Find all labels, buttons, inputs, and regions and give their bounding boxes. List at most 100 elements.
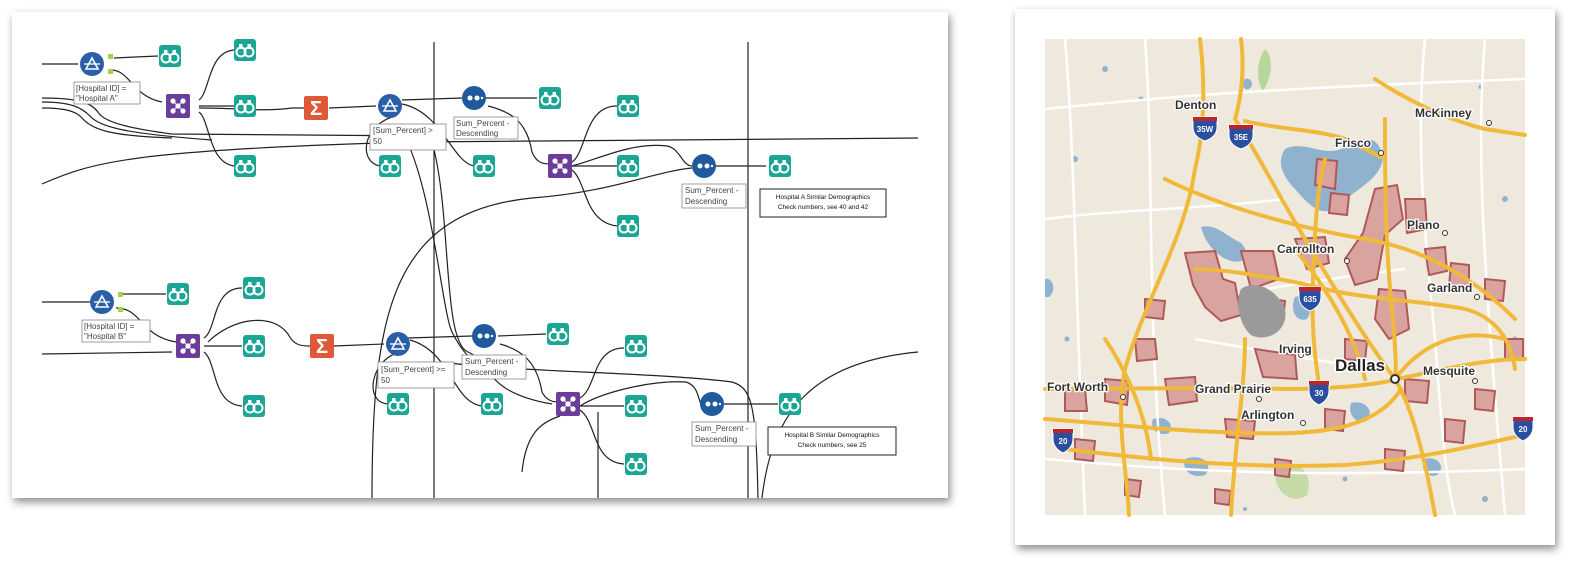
browse-tool[interactable] — [768, 154, 792, 178]
highways — [1043, 37, 1527, 517]
interstate-shields: 35W 35E 635 30 20 — [1052, 116, 1534, 454]
airport-area — [1238, 285, 1286, 338]
browse-tool[interactable] — [624, 394, 648, 418]
filter-annotation-box — [81, 319, 151, 343]
shield-i20-icon: 20 — [1512, 416, 1534, 442]
browse-tool[interactable] — [386, 392, 410, 416]
city-label-irving: Irving — [1279, 342, 1312, 356]
browse-tool[interactable] — [616, 94, 640, 118]
city-label-denton: Denton — [1175, 98, 1216, 112]
city-label-garland: Garland — [1427, 281, 1472, 295]
sort-annotation: Sum_Percent - — [465, 357, 519, 366]
filter-annotation: [Sum_Percent] >= — [381, 365, 446, 374]
sort-annotation: Sum_Percent - — [685, 186, 739, 195]
browse-tool[interactable] — [242, 276, 266, 300]
sort-tool-bottom-2[interactable] — [700, 392, 724, 416]
shield-i20-icon: 20 — [1052, 428, 1074, 454]
browse-tool[interactable] — [233, 94, 257, 118]
join-tool-top-2[interactable] — [547, 153, 573, 179]
browse-tool[interactable] — [624, 334, 648, 358]
city-label-fort-worth: Fort Worth — [1047, 380, 1108, 394]
sort-tool-top-2[interactable] — [692, 154, 716, 178]
browse-tool[interactable] — [616, 154, 640, 178]
browse-tool[interactable] — [546, 322, 570, 346]
browse-tool[interactable] — [538, 86, 562, 110]
browse-tool[interactable] — [242, 334, 266, 358]
svg-text:635: 635 — [1303, 295, 1317, 304]
anchor-true[interactable] — [108, 54, 113, 59]
sort-tool-bottom-1[interactable] — [472, 324, 496, 348]
join-tool-bottom-2[interactable] — [555, 391, 581, 417]
anchor-false[interactable] — [108, 69, 113, 74]
browse-tool[interactable] — [233, 38, 257, 62]
city-label-frisco: Frisco — [1335, 136, 1371, 150]
comment-text: Check numbers, see 40 and 42 — [778, 204, 869, 211]
svg-text:20: 20 — [1059, 437, 1068, 446]
browse-tool[interactable] — [166, 282, 190, 306]
filter-annotation-box — [73, 81, 141, 105]
svg-text:20: 20 — [1519, 425, 1528, 434]
sort-annotation-box — [691, 421, 757, 447]
summarize-tool-bottom[interactable] — [310, 334, 334, 358]
city-label-mesquite: Mesquite — [1423, 364, 1475, 378]
shield-i30-icon: 30 — [1308, 380, 1330, 406]
filter-tool-bottom-2[interactable] — [385, 331, 411, 357]
browse-tool[interactable] — [378, 154, 402, 178]
comment-box-top[interactable] — [759, 188, 887, 218]
svg-text:30: 30 — [1315, 389, 1324, 398]
connector-lines — [41, 42, 919, 499]
comment-text: Hospital B Similar Demographics — [784, 432, 880, 439]
park-area — [1258, 49, 1271, 91]
browse-tool[interactable] — [472, 154, 496, 178]
filter-annotation: 50 — [381, 376, 390, 385]
filter-tool-top-2[interactable] — [377, 93, 403, 119]
browse-tool[interactable] — [480, 392, 504, 416]
dfw-map[interactable]: 35W 35E 635 30 20 — [1043, 37, 1534, 517]
shield-i35w-icon: 35W — [1192, 116, 1218, 142]
city-label-grand-prairie: Grand Prairie — [1195, 382, 1271, 396]
sort-annotation: Descending — [465, 368, 507, 377]
filter-annotation: [Hospital ID] = — [76, 84, 127, 93]
filter-tool-bottom[interactable] — [89, 289, 115, 315]
filter-annotation-box — [377, 361, 455, 389]
browse-tool[interactable] — [616, 214, 640, 238]
sort-annotation-box — [681, 183, 747, 209]
city-label-mckinney: McKinney — [1415, 106, 1472, 120]
filter-annotation: "Hospital A" — [76, 94, 118, 103]
sort-annotation-box — [453, 116, 519, 140]
anchor-true[interactable] — [118, 292, 123, 297]
browse-tool[interactable] — [158, 44, 182, 68]
browse-tool[interactable] — [778, 392, 802, 416]
city-markers — [1120, 120, 1492, 426]
city-label-plano: Plano — [1407, 218, 1440, 232]
browse-tool[interactable] — [233, 154, 257, 178]
svg-text:35W: 35W — [1197, 125, 1214, 134]
summarize-tool-top[interactable] — [304, 96, 328, 120]
anchor-false[interactable] — [118, 307, 123, 312]
comment-text: Check numbers, see 25 — [798, 442, 867, 449]
shield-i35e-icon: 35E — [1228, 124, 1254, 150]
sort-annotation: Descending — [695, 435, 737, 444]
browse-tool[interactable] — [242, 394, 266, 418]
join-tool-bottom[interactable] — [175, 333, 201, 359]
filter-annotation: "Hospital B" — [84, 332, 126, 341]
city-label-dallas: Dallas — [1335, 356, 1385, 375]
map-canvas: 35W 35E 635 30 20 — [1043, 37, 1534, 517]
sort-annotation: Sum_Percent - — [456, 119, 510, 128]
city-label-arlington: Arlington — [1241, 408, 1294, 422]
map-panel: 35W 35E 635 30 20 — [1015, 9, 1555, 545]
join-tool-top[interactable] — [165, 93, 191, 119]
sort-annotation: Descending — [685, 197, 727, 206]
minor-roads — [1044, 38, 1526, 516]
sort-annotation: Descending — [456, 129, 498, 138]
filter-annotation: [Hospital ID] = — [84, 322, 135, 331]
browse-tool[interactable] — [624, 452, 648, 476]
sort-tool-top-1[interactable] — [462, 86, 486, 110]
filter-annotation: 50 — [373, 137, 382, 146]
shield-i635-icon: 635 — [1298, 286, 1322, 312]
sort-annotation-box — [461, 354, 527, 380]
comment-box-bottom[interactable] — [767, 426, 897, 456]
filter-tool-top[interactable] — [79, 51, 105, 77]
workflow-canvas[interactable]: Σ — [12, 12, 948, 499]
filter-annotation: [Sum_Percent] > — [373, 126, 433, 135]
